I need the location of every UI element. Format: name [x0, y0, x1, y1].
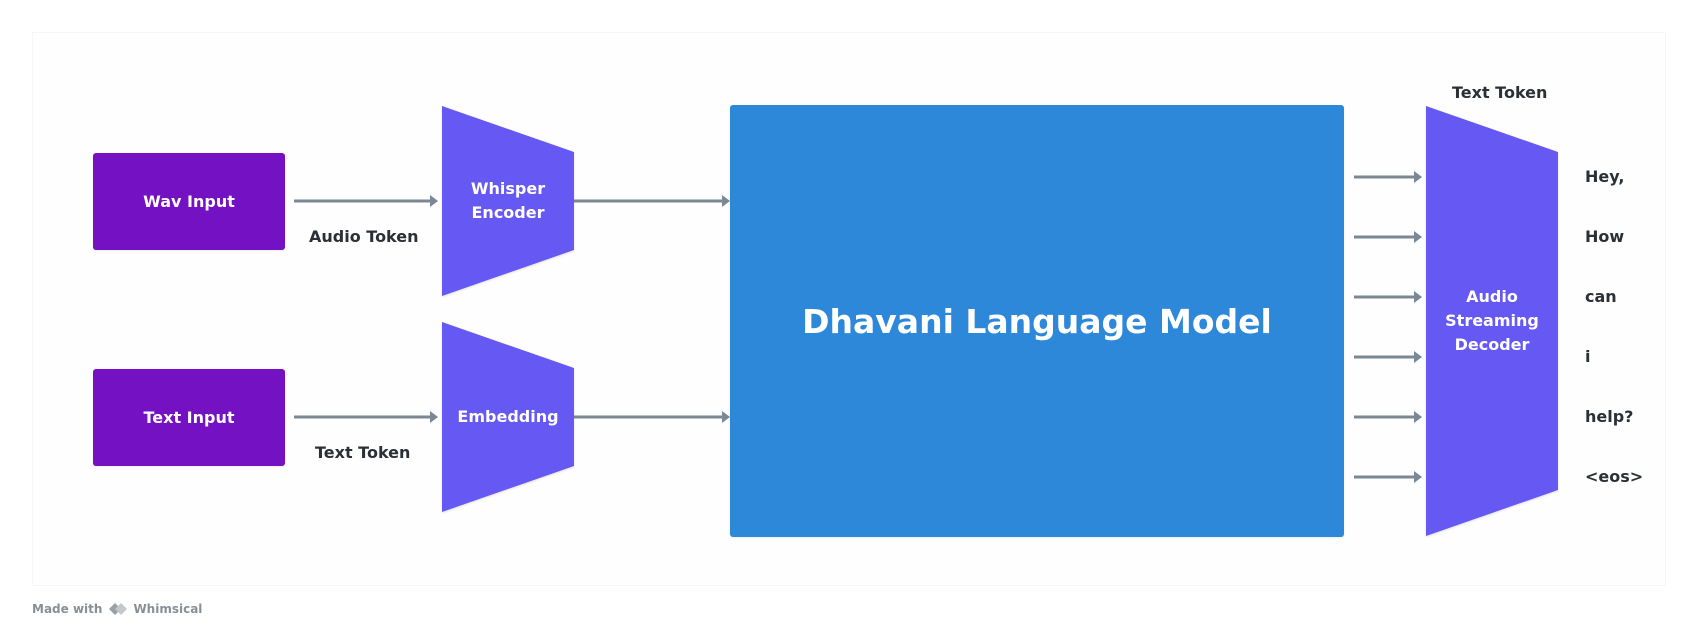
embedding-label: Embedding — [457, 407, 559, 426]
output-word: <eos> — [1585, 467, 1644, 486]
text-input-label: Text Input — [143, 408, 235, 427]
output-word: Hey, — [1585, 167, 1625, 186]
arrowhead — [1414, 231, 1422, 243]
whimsical-logo-icon — [109, 603, 128, 615]
arrowhead — [722, 195, 730, 207]
arrowhead — [1414, 351, 1422, 363]
arrowhead — [1414, 471, 1422, 483]
wav-input-label: Wav Input — [143, 192, 235, 211]
made-with-footer[interactable]: Made with Whimsical — [32, 602, 202, 616]
arrowhead — [430, 411, 438, 423]
arrowhead — [1414, 411, 1422, 423]
whisper-encoder-label: Whisper Encoder — [470, 179, 546, 222]
whisper-encoder-shape[interactable] — [442, 106, 574, 296]
audio-token-label: Audio Token — [309, 227, 419, 246]
language-model-label: Dhavani Language Model — [802, 301, 1272, 341]
arrowhead — [430, 195, 438, 207]
decoder-label: Audio Streaming Decoder — [1445, 287, 1539, 354]
text-token-input-label: Text Token — [315, 443, 411, 462]
text-token-output-label: Text Token — [1452, 83, 1548, 102]
arrowhead — [1414, 171, 1422, 183]
text-input-box[interactable]: Text Input — [93, 369, 285, 466]
output-word: How — [1585, 227, 1625, 246]
output-word: help? — [1585, 407, 1634, 426]
output-word: i — [1585, 347, 1591, 366]
decoder-shape[interactable] — [1426, 106, 1558, 536]
arrowhead — [1414, 291, 1422, 303]
made-with-text: Made with — [32, 602, 103, 616]
language-model-box[interactable]: Dhavani Language Model — [730, 105, 1344, 537]
wav-input-box[interactable]: Wav Input — [93, 153, 285, 250]
arrowhead — [722, 411, 730, 423]
brand-text: Whimsical — [133, 602, 203, 616]
output-word: can — [1585, 287, 1617, 306]
embedding-shape[interactable] — [442, 322, 574, 512]
